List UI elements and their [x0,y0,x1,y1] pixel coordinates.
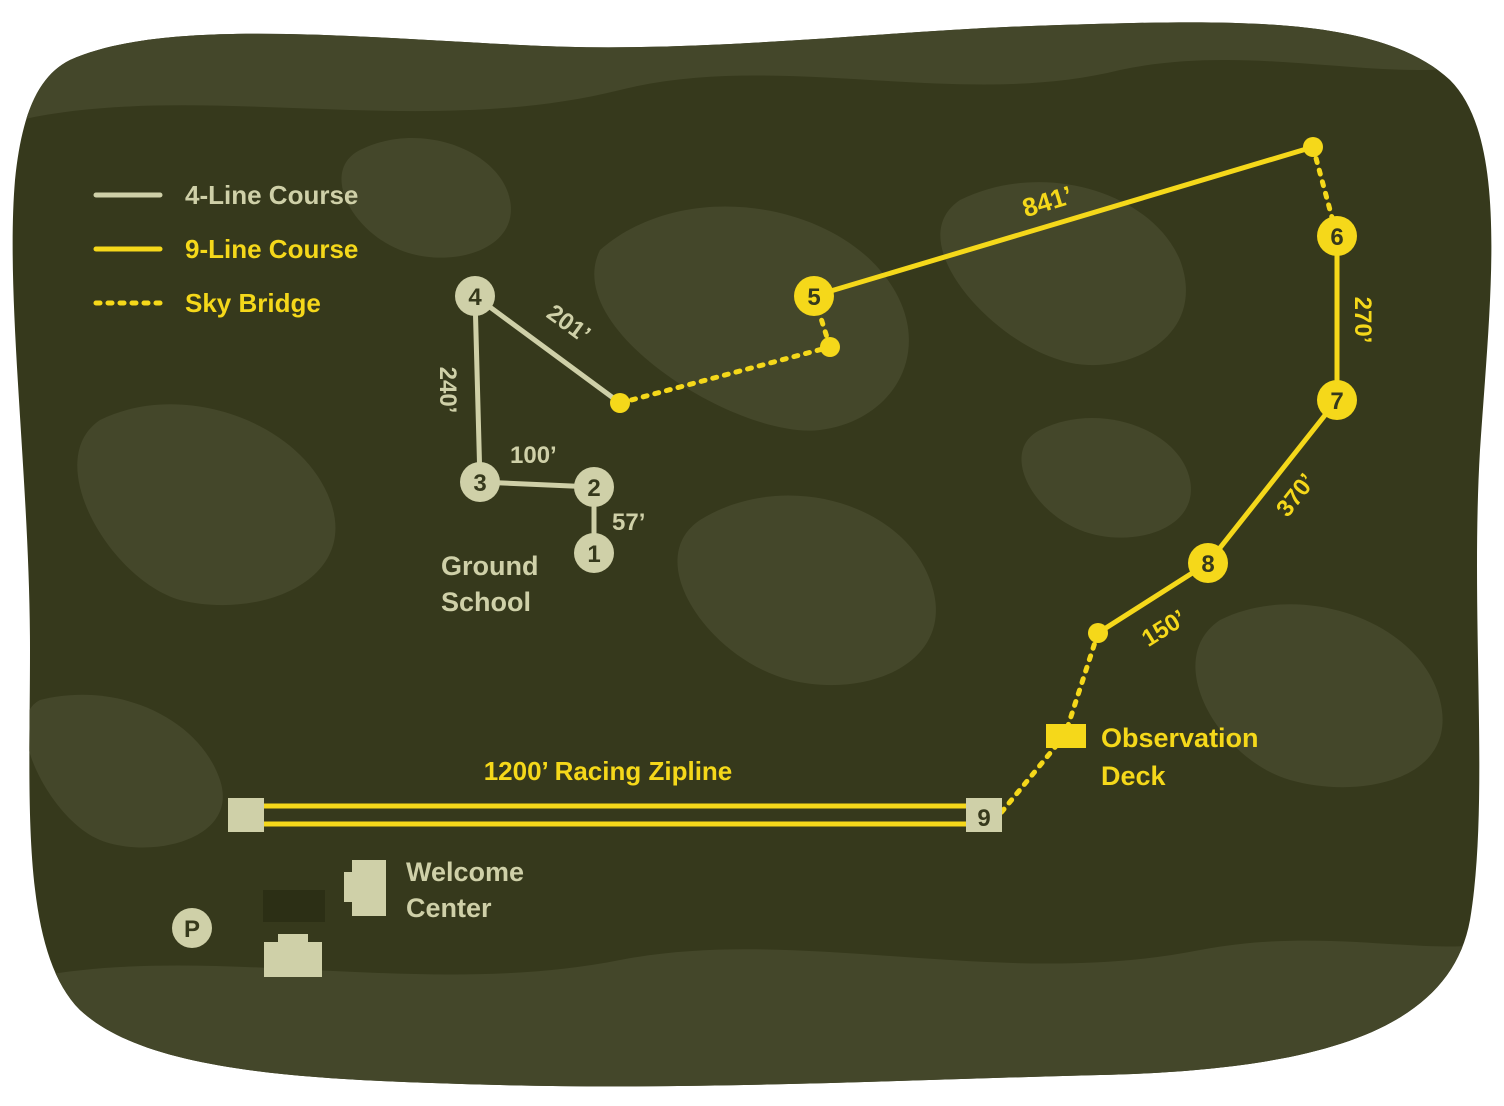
legend-nine-line-label: 9-Line Course [185,234,358,264]
sky-bridge-a [617,344,833,406]
station-6-marker [1317,216,1357,256]
ground-school-label-line2: School [441,587,531,617]
junction-dot [1303,137,1323,157]
junction-dots [610,137,1323,643]
legend-four-line-label: 4-Line Course [185,180,358,210]
station-6-number: 6 [1330,224,1343,251]
station-4-marker [455,276,495,316]
station-1-number: 1 [587,541,600,568]
observation-deck-label-line2: Deck [1101,761,1167,791]
observation-deck-icon [1046,724,1086,748]
junction-dot [820,337,840,357]
station-7-marker [1317,380,1357,420]
sky-bridge-e [997,732,1068,817]
sky-bridge-d [1062,630,1101,738]
station-2: 2 [574,467,614,507]
station-5-number: 5 [807,284,820,311]
sky-bridges [617,144,1340,817]
parking-letter: P [184,916,200,943]
junction-dot [1088,623,1108,643]
nine-line-segment-7-8 [1205,397,1340,566]
contour-lines [20,22,1492,1087]
zipline-start-platform-icon [228,798,264,832]
zipline-platform-9-icon [966,798,1002,832]
ground-school: Ground School [441,551,538,617]
four-line-segment-3-4 [472,293,483,485]
station-8-marker [1188,543,1228,583]
segment-label-57: 57’ [612,509,645,536]
terrain-background [12,22,1492,1087]
parking: P [172,908,212,948]
station-4: 4 [455,276,495,316]
segment-label-100: 100’ [510,442,557,469]
station-3-number: 3 [473,470,486,497]
racing-zipline: 9 1200’ Racing Zipline [228,756,1002,832]
segment-label-240: 240’ [434,367,461,414]
welcome-center: Welcome Center [344,857,524,923]
four-line-stations: 1 2 3 4 [455,276,614,573]
station-5-marker [794,276,834,316]
legend: 4-Line Course 9-Line Course Sky Bridge [93,180,358,318]
four-line-segment-4-end [472,293,623,406]
parking-icon [172,908,212,948]
station-7-number: 7 [1330,388,1343,415]
nine-line-stations: 5 6 7 8 [794,216,1357,583]
nine-line-segment-5-turn [811,144,1316,299]
station-4-number: 4 [468,284,482,311]
station-2-number: 2 [587,475,600,502]
station-7: 7 [1317,380,1357,420]
welcome-center-building-icon [344,860,386,916]
observation-deck-label-line1: Observation [1101,723,1259,753]
zipline-label: 1200’ Racing Zipline [484,756,733,786]
building-icon [264,934,322,977]
outbuildings [263,890,325,977]
station-2-marker [574,467,614,507]
welcome-center-label-line1: Welcome [406,857,524,887]
station-8: 8 [1188,543,1228,583]
dark-building-icon [263,890,325,922]
nine-line-course [811,144,1340,636]
station-1: 1 [574,533,614,573]
station-5: 5 [794,276,834,316]
station-6: 6 [1317,216,1357,256]
station-3-marker [460,462,500,502]
station-1-marker [574,533,614,573]
welcome-center-label-line2: Center [406,893,492,923]
station-8-number: 8 [1201,551,1214,578]
station-3: 3 [460,462,500,502]
ground-school-label-line1: Ground [441,551,538,581]
observation-deck: Observation Deck [1046,723,1259,791]
nine-line-segment-8-end [1095,560,1211,636]
legend-sky-bridge-label: Sky Bridge [185,288,321,318]
sky-bridge-b [811,293,833,350]
junction-dot [610,393,630,413]
segment-label-270: 270’ [1349,297,1376,344]
station-9-number: 9 [977,805,990,832]
